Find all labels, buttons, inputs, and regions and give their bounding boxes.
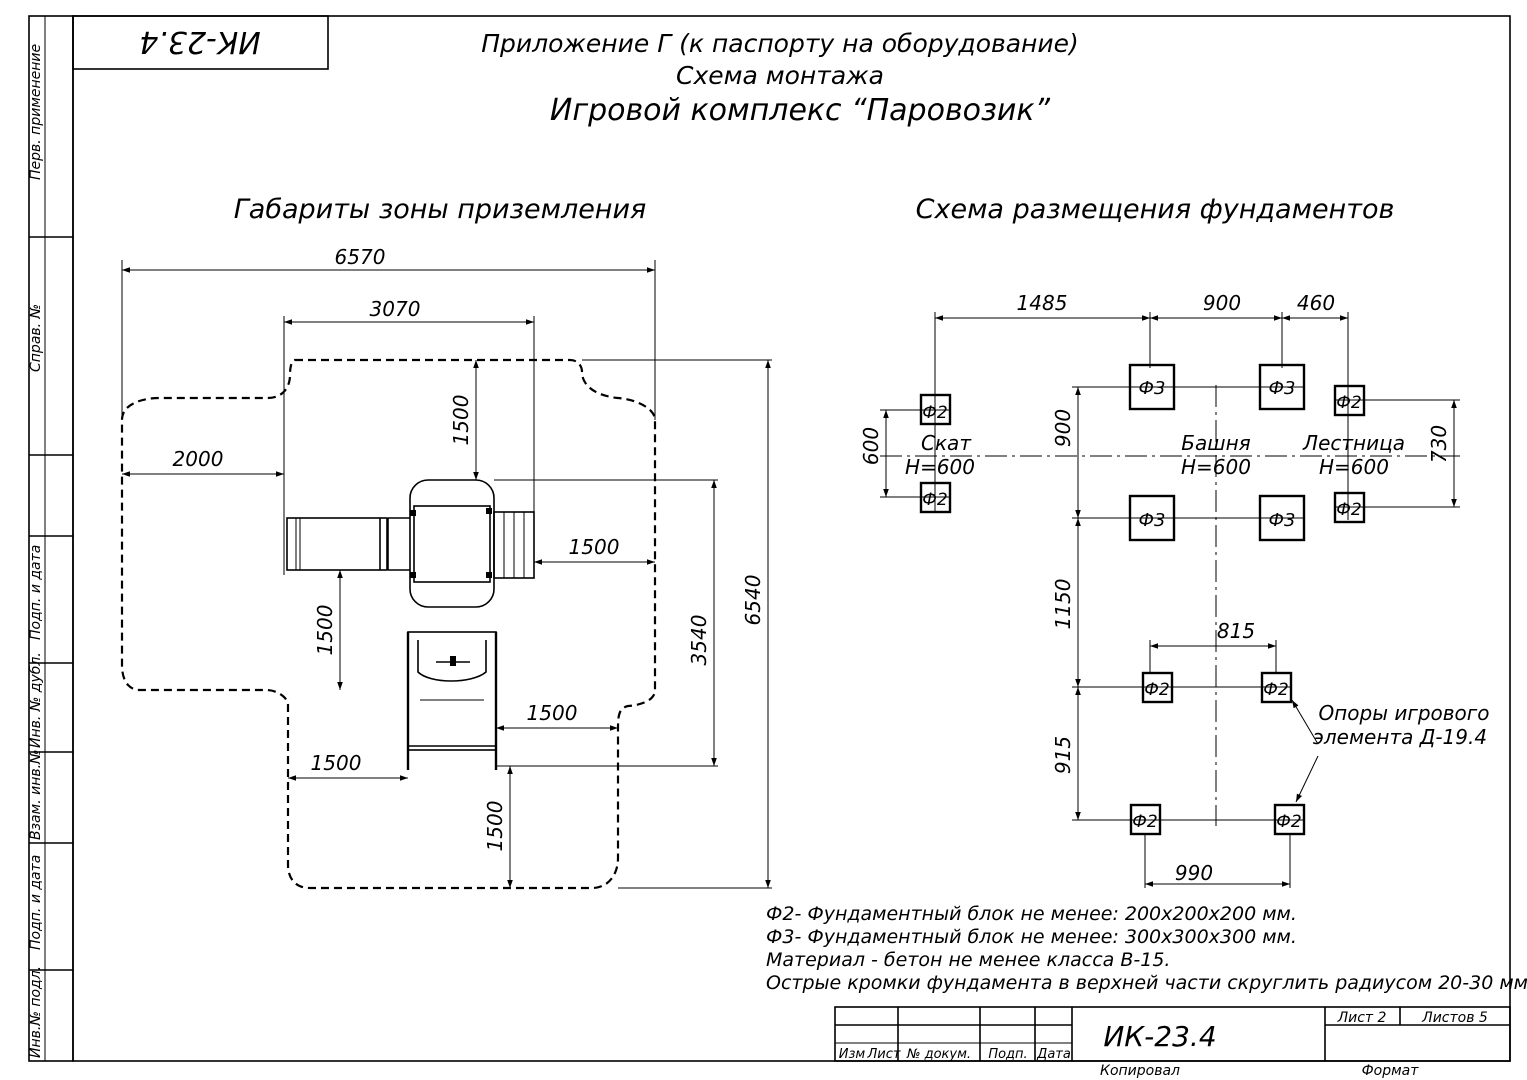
label-lestnitsa: Лестница	[1302, 431, 1405, 455]
label-skat-h: H=600	[905, 455, 975, 479]
dim-1150: 1150	[1051, 579, 1075, 630]
tb-col-list: Лист	[867, 1047, 901, 1062]
block-f2-ladder-bottom: Ф2	[1336, 500, 1361, 520]
block-f2-support-tr: Ф2	[1263, 680, 1288, 700]
label-supports-2: элемента Д-19.4	[1313, 725, 1487, 749]
dim-990: 990	[1175, 861, 1213, 885]
block-f2-support-br: Ф2	[1276, 812, 1301, 832]
dim-1500-right-2: 1500	[527, 701, 578, 725]
block-f3-br: Ф3	[1269, 510, 1296, 531]
label-supports-1: Опоры игрового	[1318, 701, 1489, 725]
block-f2-ladder-top: Ф2	[1336, 393, 1361, 413]
dim-1500-bottom: 1500	[483, 801, 507, 852]
dim-815: 815	[1217, 619, 1255, 643]
side-label-inv-dubl: Инв. № дубл.	[28, 652, 44, 748]
dim-730: 730	[1427, 425, 1451, 463]
side-label-sprav: Справ. №	[28, 304, 44, 372]
side-label-perv: Перв. применение	[28, 44, 44, 180]
block-f2-support-bl: Ф2	[1132, 812, 1157, 832]
equipment-train	[286, 479, 535, 770]
dim-6540: 6540	[741, 575, 765, 626]
side-label-inv-podl: Инв.№ подл.	[28, 966, 44, 1058]
dim-2000: 2000	[173, 447, 224, 471]
foundation-dimensions: 1485 900 460 600 900 1150 915 730 815 99…	[859, 291, 1457, 887]
dim-915: 915	[1051, 736, 1075, 774]
tb-copied: Копировал	[1100, 1063, 1180, 1079]
label-bashnya: Башня	[1181, 431, 1250, 455]
note-2: Ф3- Фундаментный блок не менее: 300х300х…	[766, 926, 1297, 948]
dim-900-top: 900	[1203, 291, 1241, 315]
tb-code: ИК-23.4	[1103, 1020, 1216, 1053]
label-skat: Скат	[921, 431, 972, 455]
note-3: Материал - бетон не менее класса В-15.	[766, 949, 1170, 971]
block-f2-support-tl: Ф2	[1144, 680, 1169, 700]
tb-col-dokum: № докум.	[906, 1047, 971, 1062]
dim-600: 600	[859, 427, 883, 465]
block-f2-skat-bottom: Ф2	[922, 490, 947, 510]
block-f3-bl: Ф3	[1139, 510, 1166, 531]
dim-900-left: 900	[1051, 409, 1075, 447]
dim-3540: 3540	[687, 615, 711, 666]
foundation-blocks: Ф2 Ф2 Ф3 Ф3 Ф3 Ф3 Ф2 Ф2 Ф2 Ф2 Ф2 Ф2	[919, 363, 1366, 836]
tb-col-data: Дата	[1036, 1047, 1071, 1062]
title-line-2: Схема монтажа	[676, 61, 884, 90]
note-4: Острые кромки фундамента в верхней части…	[766, 972, 1527, 994]
side-label-podp2: Подп. и дата	[28, 855, 44, 950]
dim-460: 460	[1297, 291, 1335, 315]
dim-1500-top: 1500	[449, 395, 473, 446]
dim-1485: 1485	[1017, 291, 1068, 315]
left-heading: Габариты зоны приземления	[234, 194, 647, 225]
tb-col-izm: Изм	[839, 1047, 866, 1062]
note-1: Ф2- Фундаментный блок не менее: 200х200х…	[766, 903, 1297, 925]
foundation-extension-lines	[880, 312, 1460, 888]
landing-zone	[120, 358, 657, 890]
dim-3070: 3070	[370, 297, 421, 321]
dim-1500-left-mid: 1500	[313, 605, 337, 656]
title-line-1: Приложение Г (к паспорту на оборудование…	[481, 29, 1079, 58]
tb-sheets: Листов 5	[1421, 1010, 1488, 1026]
tb-sheet: Лист 2	[1337, 1010, 1387, 1026]
left-dimensions: 6570 3070 2000 1500 1500 1500 1500 1500 …	[121, 245, 772, 889]
label-lestnitsa-h: H=600	[1319, 455, 1389, 479]
side-labels: Перв. применение Справ. № Подп. и дата И…	[28, 44, 44, 1058]
block-f3-tl: Ф3	[1139, 378, 1166, 399]
foundation-axes	[880, 385, 1460, 826]
notes: Ф2- Фундаментный блок не менее: 200х200х…	[766, 903, 1527, 994]
tb-format: Формат	[1362, 1063, 1420, 1079]
side-label-podp1: Подп. и дата	[28, 545, 44, 640]
block-f3-tr: Ф3	[1269, 378, 1296, 399]
frame	[28, 15, 1511, 1062]
side-label-vzam: Взам. инв.№	[28, 749, 44, 840]
dim-6570: 6570	[335, 245, 386, 269]
block-f2-skat-top: Ф2	[922, 403, 947, 423]
label-bashnya-h: H=600	[1181, 455, 1251, 479]
foundation-labels: Скат H=600 Башня H=600 Лестница H=600 Оп…	[905, 431, 1490, 803]
stamp-top: ИК-23.4	[139, 24, 260, 59]
right-heading: Схема размещения фундаментов	[916, 194, 1395, 225]
dim-1500-bottom-left: 1500	[311, 751, 362, 775]
tb-col-podp: Подп.	[988, 1047, 1027, 1062]
title-block: Изм Лист № докум. Подп. Дата ИК-23.4 Лис…	[834, 1006, 1511, 1079]
dim-1500-right-1: 1500	[569, 535, 620, 559]
title-line-3: Игровой комплекс “Паровозик”	[550, 93, 1051, 128]
